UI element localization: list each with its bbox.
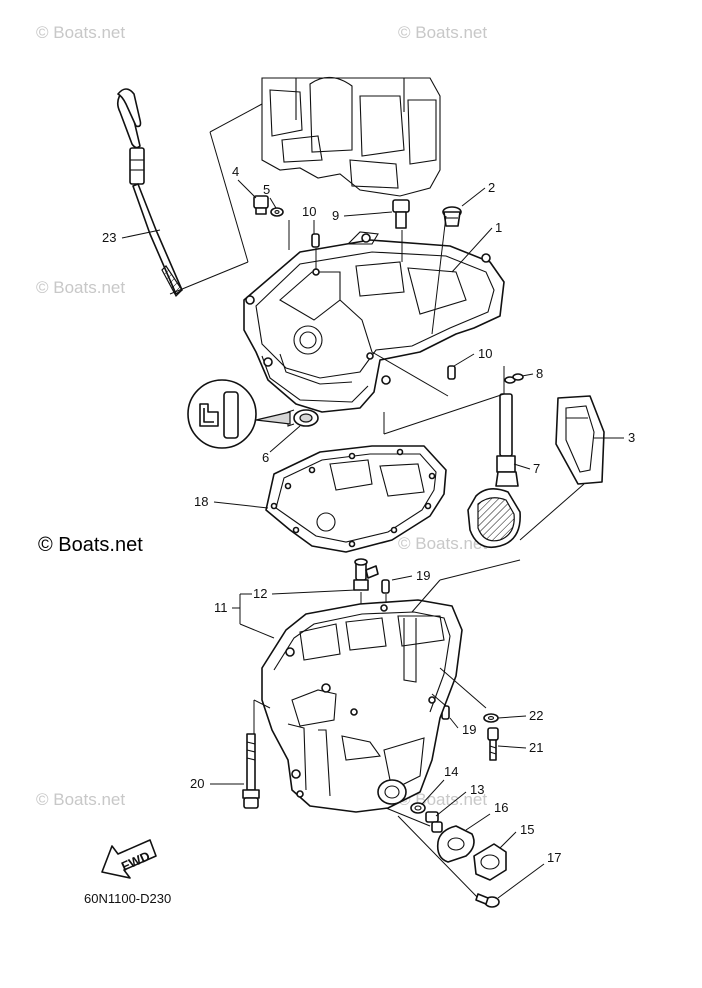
part-3-cover <box>555 395 605 485</box>
callout-20: 20 <box>190 776 204 791</box>
callout-13: 13 <box>470 782 484 797</box>
callout-15: 15 <box>520 822 534 837</box>
callout-12: 12 <box>253 586 267 601</box>
part-20-bolt <box>242 733 260 809</box>
callout-7: 7 <box>533 461 540 476</box>
part-12-fitting <box>353 558 379 591</box>
watermark-prominent: © Boats.net <box>38 534 143 556</box>
callout-19b: 19 <box>462 722 476 737</box>
part-4-bolt <box>253 195 269 215</box>
part-7-oil-strainer <box>467 393 521 549</box>
part-16-gasket <box>436 825 475 863</box>
part-15-plug <box>473 843 507 881</box>
callout-8: 8 <box>536 366 543 381</box>
callout-9: 9 <box>332 208 339 223</box>
part-10-dowel-pin <box>311 233 320 248</box>
watermark: © Boats.net <box>36 790 125 809</box>
part-11-oil-pan <box>261 599 463 813</box>
fwd-arrow-icon: FWD <box>101 839 157 879</box>
part-14-gasket <box>410 802 426 814</box>
callout-16: 16 <box>494 800 508 815</box>
callout-10b: 10 <box>478 346 492 361</box>
part-23-dipstick <box>116 88 183 297</box>
callout-19a: 19 <box>416 568 430 583</box>
oil-seal-detail-inset <box>187 379 257 449</box>
watermark: © Boats.net <box>36 278 125 297</box>
part-17-screw <box>475 893 500 908</box>
watermark: © Boats.net <box>398 534 487 553</box>
callout-14: 14 <box>444 764 458 779</box>
part-22-washer <box>483 713 499 723</box>
watermark: © Boats.net <box>398 23 487 42</box>
callout-21: 21 <box>529 740 543 755</box>
callout-17: 17 <box>547 850 561 865</box>
callout-6: 6 <box>262 450 269 465</box>
part-1-upper-casing <box>243 231 505 413</box>
callout-4: 4 <box>232 164 239 179</box>
callout-11: 11 <box>214 600 228 615</box>
callout-23: 23 <box>102 230 116 245</box>
part-18-gasket <box>265 445 447 553</box>
callouts: 1 2 3 4 5 6 7 8 9 10 10 11 12 13 14 <box>102 164 635 899</box>
part-5-washer <box>270 207 284 217</box>
callout-10a: 10 <box>302 204 316 219</box>
callout-22: 22 <box>529 708 543 723</box>
callout-5: 5 <box>263 182 270 197</box>
callout-3: 3 <box>628 430 635 445</box>
diagram-code: 60N1100-D230 <box>84 891 171 906</box>
callout-2: 2 <box>488 180 495 195</box>
part-9-bolt <box>392 199 410 229</box>
callout-1: 1 <box>495 220 502 235</box>
part-13-bolt <box>425 811 443 833</box>
part-21-bolt <box>487 727 499 761</box>
part-10-dowel-pin <box>447 365 456 380</box>
engine-block-outline <box>261 76 441 197</box>
callout-18: 18 <box>194 494 208 509</box>
part-8-clip <box>504 373 524 384</box>
watermark: © Boats.net <box>36 23 125 42</box>
part-6-oil-seal <box>287 409 319 427</box>
part-19-dowel-pin <box>381 579 390 594</box>
